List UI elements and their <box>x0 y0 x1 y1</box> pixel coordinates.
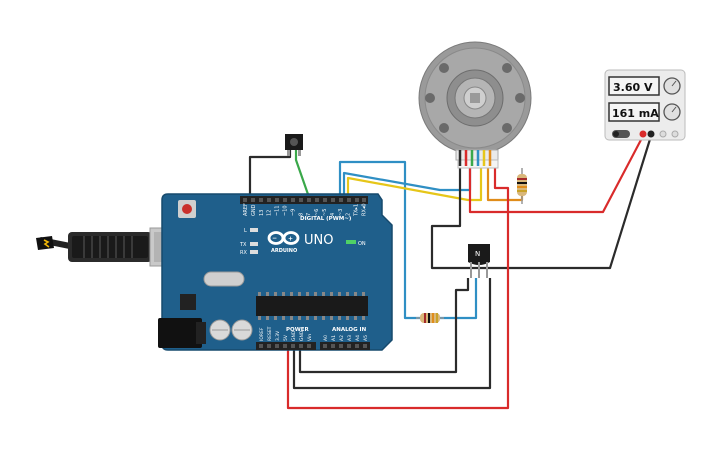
pin-label: 12 <box>267 210 273 216</box>
usb-lightning-icon <box>43 239 50 248</box>
analog-label: ANALOG IN <box>332 327 367 333</box>
wire-pin2-encoder-yellow[interactable] <box>346 167 483 202</box>
crystal <box>203 271 245 287</box>
svg-text:L: L <box>244 228 247 234</box>
digital-label: DIGITAL (PWM~) <box>300 216 352 222</box>
wire-psu-negative-black[interactable] <box>430 135 653 270</box>
pin-label: 8 <box>298 213 304 216</box>
push-button[interactable] <box>285 134 303 156</box>
pin-label: A0 <box>323 335 329 341</box>
positive-terminal[interactable] <box>639 130 647 138</box>
wire-gnd-transistor-black[interactable] <box>292 278 492 390</box>
wire-psu-positive-red[interactable] <box>468 135 644 214</box>
pin-label: ~5 <box>322 209 328 216</box>
pin-label: ~10 <box>283 205 289 216</box>
wire-button-gnd[interactable] <box>248 150 292 197</box>
dc-power-jack[interactable] <box>158 318 202 348</box>
wire-resistor-to-transistor-blue[interactable] <box>440 278 478 320</box>
pin-label: Vin <box>307 334 313 341</box>
encoder-motor[interactable] <box>418 41 532 169</box>
regulator-chip <box>180 294 196 310</box>
pin-label: GND <box>299 330 305 341</box>
svg-text:+: + <box>288 236 293 243</box>
pin-label: A2 <box>339 335 345 341</box>
arduino-model: UNO <box>304 233 333 248</box>
wire-pin-to-resistor-blue[interactable] <box>338 160 420 320</box>
pin-label: 3.3V <box>275 330 281 341</box>
led-rx <box>250 250 258 254</box>
resistor-pullup[interactable] <box>517 168 527 204</box>
voltage-readout: 3.60 V <box>613 81 653 94</box>
transistor-label: N <box>475 250 480 258</box>
pin-label: ~9 <box>290 209 296 216</box>
pin-label: IOREF <box>259 327 265 341</box>
pin-label: GND <box>251 204 257 216</box>
analog-header <box>320 342 370 350</box>
pin-label: AREF <box>243 203 249 216</box>
pin-label: 7 <box>306 213 312 216</box>
negative-terminal[interactable] <box>647 130 655 138</box>
resistor-base[interactable] <box>416 313 444 323</box>
arduino-logo-icon <box>267 231 300 245</box>
pin-label: A5 <box>363 335 369 341</box>
pin-label: 2 <box>346 213 352 216</box>
pin-label: 5V <box>283 334 289 341</box>
pin-label: ~11 <box>275 205 281 216</box>
pin-label: RESET <box>267 326 273 341</box>
current-display <box>608 102 660 122</box>
led-on <box>346 240 356 244</box>
pin-label: RX◂0 <box>362 203 368 216</box>
digital-header <box>240 196 368 204</box>
wire-5v-encoder-red[interactable] <box>286 167 510 410</box>
wires <box>248 135 653 410</box>
pin-label: TX▸1 <box>354 204 360 217</box>
power-label: POWER <box>286 327 310 333</box>
wire-encoder-orange[interactable] <box>486 167 524 202</box>
usb-cable[interactable] <box>36 227 179 267</box>
led-tx <box>250 242 258 246</box>
pin-label: ~3 <box>338 209 344 216</box>
atmega-chip <box>256 296 368 316</box>
pin-label: GND <box>291 330 297 341</box>
npn-transistor[interactable]: N <box>468 244 490 278</box>
svg-text:RX: RX <box>240 250 247 256</box>
wire-button-pin7[interactable] <box>294 150 312 201</box>
pin-label: ~6 <box>314 209 320 216</box>
voltage-display <box>608 76 660 96</box>
svg-text:ON: ON <box>358 241 366 247</box>
dc-power-supply[interactable]: 3.60 V 161 mA <box>604 69 686 141</box>
current-readout: 161 mA <box>612 107 659 120</box>
pin-label: A4 <box>355 335 361 341</box>
pin-label: A1 <box>331 335 337 341</box>
pin-label: 4 <box>330 213 336 216</box>
svg-text:−: − <box>272 235 277 242</box>
arduino-brand: ARDUINO <box>271 248 297 254</box>
svg-text:TX: TX <box>239 242 247 248</box>
wire-gnd2-black[interactable] <box>298 278 470 374</box>
pin-label: A3 <box>347 335 353 341</box>
led-l <box>250 228 258 232</box>
pin-label: 13 <box>259 210 265 216</box>
